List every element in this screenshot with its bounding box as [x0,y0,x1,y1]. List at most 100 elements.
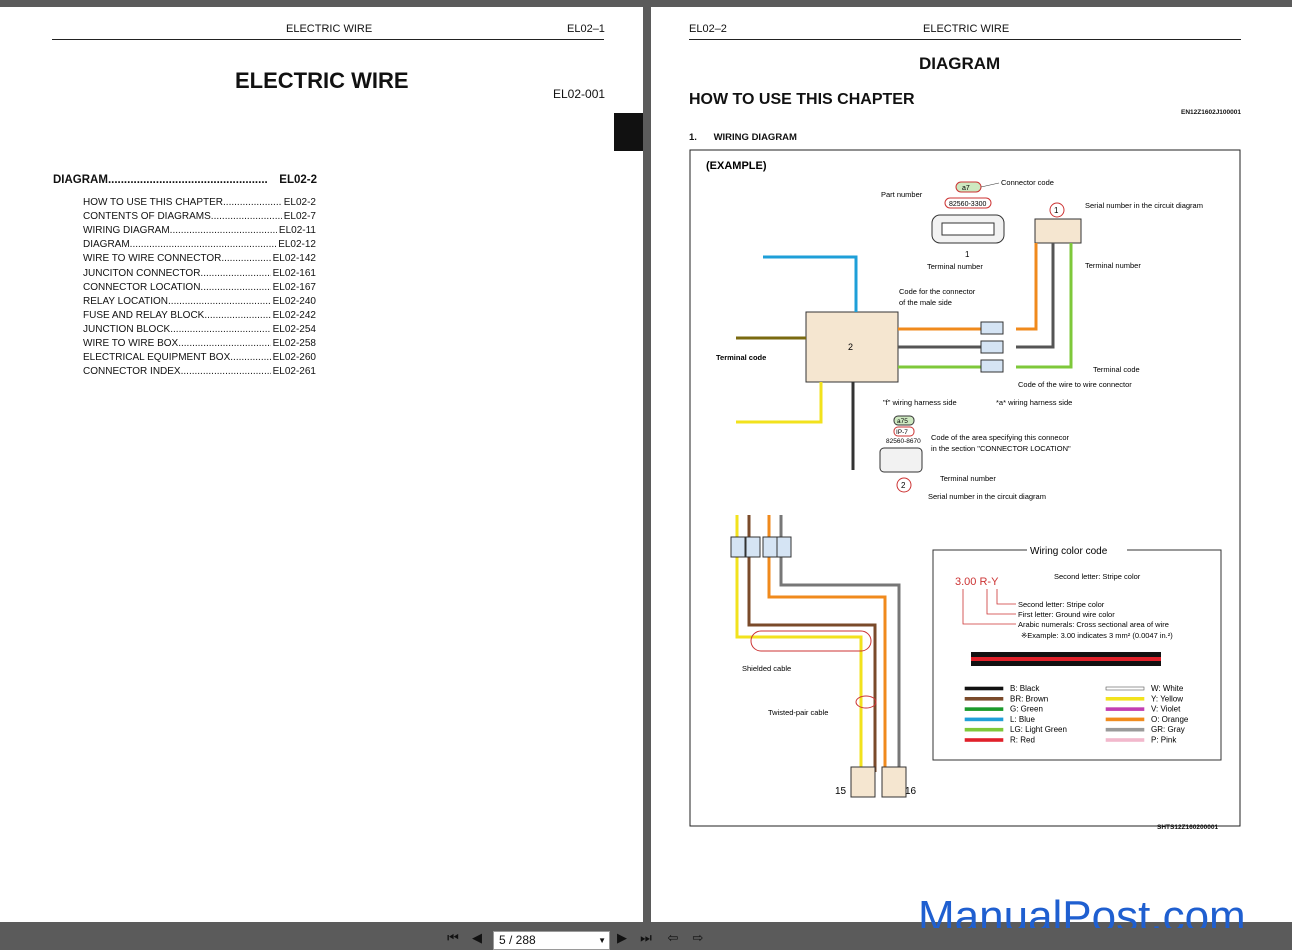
legend-swatch [964,727,1004,732]
serial-2-value: 2 [901,481,906,490]
legend-label: R: Red [1010,736,1035,745]
toc-item-leader: ........................................… [129,239,314,251]
lower-conn-1 [730,536,746,558]
toc-item[interactable]: CONNECTOR LOCATION......................… [83,281,316,293]
toc-item-page: EL02-261 [270,366,316,378]
toc-item-page: EL02-260 [270,352,316,364]
legend-label: V: Violet [1151,705,1181,714]
section-tab [614,113,643,151]
shielded-cable-highlight [750,630,872,652]
toc-item[interactable]: ELECTRICAL EQUIPMENT BOX................… [83,352,316,364]
terminal-code-left: Terminal code [716,353,766,362]
right-section-title: DIAGRAM [919,54,1001,73]
legend-swatch [1105,717,1145,722]
legend-label: GR: Gray [1151,725,1185,734]
area-code-label-1: Code of the area specifying this conneco… [931,433,1070,442]
prev-page-icon[interactable]: ◀ [472,931,482,946]
wiring-diagram: (EXAMPLE) a7 Connector code Part number … [689,149,1241,827]
conn2-area-badge [893,426,915,437]
toc-item-label: CONTENTS OF DIAGRAMS [83,211,211,223]
wire-code-example: 3.00 R-Y [955,576,999,588]
legend-swatch [964,738,1004,742]
page-number-input[interactable]: 5 / 288 ▼ [493,931,610,950]
toc-item[interactable]: JUNCTION BLOCK..........................… [83,323,316,335]
forward-view-icon[interactable]: ⇨ [692,931,704,946]
wire-yg-2 [1016,243,1073,369]
wire-br-lower [747,515,877,657]
circuit-block [1034,218,1082,244]
wire-code-second-letter: Second letter: Stripe color [1054,572,1141,581]
viewer-toolbar: ⏮ ◀ 5 / 288 ▼ ▶ ⏭ ⇦ ⇨ [0,928,1292,950]
twisted-pair-highlight [855,695,877,709]
toc-item[interactable]: FUSE AND RELAY BLOCK....................… [83,309,316,321]
toc-item-leader: ........................................… [180,366,316,378]
part-number-label: Part number [881,190,923,199]
toc-item-leader: ........................................… [221,253,316,265]
toc-item-page: EL02-161 [270,267,316,279]
lower-conn-2 [745,536,761,558]
toc-item[interactable]: WIRE TO WIRE BOX........................… [83,338,316,349]
toc-item[interactable]: CONNECTOR INDEX.........................… [83,366,316,378]
junction-3 [980,359,1004,373]
toc-item[interactable]: HOW TO USE THIS CHAPTER.................… [83,197,316,208]
terminal-number-label-3: Terminal number [940,474,996,483]
page-dropdown-icon[interactable]: ▼ [598,936,606,945]
part-number-badge [944,197,992,209]
subsection-number: 1. [689,132,697,143]
connector-2-body [879,447,923,473]
conn2-area: IP-7 [896,429,908,436]
legend-swatch [1105,696,1145,701]
color-code-title-bg [1027,544,1127,556]
legend-label: Y: Yellow [1151,694,1183,703]
toc-item-label: JUNCTION BLOCK [83,323,171,335]
unit-16-label: 16 [905,786,917,797]
terminal-code-right: Terminal code [1093,365,1140,374]
toc-item-leader: ........................................… [200,281,316,293]
legend-label: P: Pink [1151,736,1177,745]
legend-swatch [964,717,1004,722]
leader-first [986,589,1016,615]
toc-item[interactable]: JUNCITON CONNECTOR......................… [83,267,316,279]
toc-item-label: WIRE TO WIRE CONNECTOR [83,253,222,265]
toc-item-page: EL02-11 [276,225,316,237]
wire-code-line1: Second letter: Stripe color [1018,600,1105,609]
connector-code-value: a7 [962,185,970,192]
male-code-label-1: Code for the connector [899,287,976,296]
wire-yr-2 [1016,243,1038,331]
toc-item-page: EL02-142 [270,253,316,265]
legend-label: LG: Light Green [1010,725,1067,734]
connector-code-label: Connector code [1001,178,1054,187]
wire-code-line2: First letter: Ground wire color [1018,610,1115,619]
toc-item-label: FUSE AND RELAY BLOCK [83,309,205,321]
next-page-icon[interactable]: ▶ [617,931,627,946]
toc-item[interactable]: DIAGRAM.................................… [83,239,316,251]
a-side-label: *a* wiring harness side [996,398,1072,407]
toc-main-entry[interactable]: DIAGRAM.................................… [53,174,317,186]
back-view-icon[interactable]: ⇦ [667,931,679,946]
wire-y-lower [735,515,863,657]
example-label: (EXAMPLE) [706,160,767,172]
conn2-part: 82560-8670 [886,438,921,445]
toc-item[interactable]: CONTENTS OF DIAGRAMS....................… [83,211,316,223]
toc-item-page: EL02-167 [270,281,316,293]
legend-swatch [964,696,1004,701]
toc-item[interactable]: RELAY LOCATION..........................… [83,295,316,307]
toc-main-label: DIAGRAM [53,174,108,186]
doc-ref: EN12Z1602J100001 [1181,109,1241,116]
last-page-icon[interactable]: ⏭ [640,931,652,946]
legend-swatch [1105,686,1145,691]
toc-item[interactable]: WIRING DIAGRAM..........................… [83,225,316,237]
serial-1-value: 1 [1054,206,1059,215]
toc-item-leader: ........................................… [168,295,316,307]
toc-item-page: EL02-254 [270,323,316,335]
left-header-title: ELECTRIC WIRE [286,23,373,35]
first-page-icon[interactable]: ⏮ [447,931,459,946]
left-page-code: EL02–1 [567,23,605,35]
right-header-rule [689,39,1241,40]
junction-1 [980,321,1004,335]
toc-item[interactable]: WIRE TO WIRE CONNECTOR..................… [83,253,316,265]
page-number-value: 5 / 288 [499,933,536,947]
wire-to-wire-code: Code of the wire to wire connector [1018,380,1132,389]
figure-ref: SHTS12Z160200001 [1157,824,1219,831]
unit-16-box [881,766,907,798]
